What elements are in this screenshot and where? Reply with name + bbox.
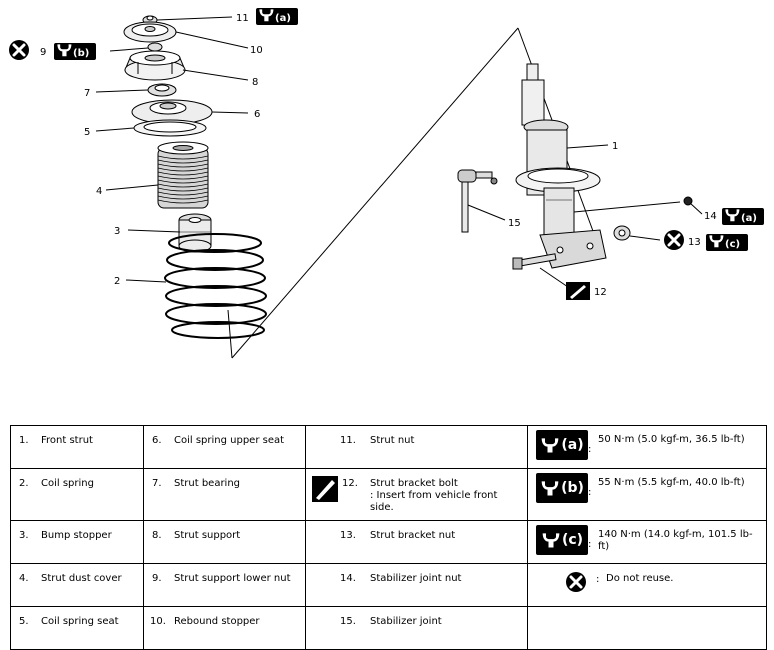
wrench-icon [542, 533, 560, 548]
part-label: Strut dust cover [41, 573, 122, 584]
no-reuse-text: Do not reuse. [606, 573, 674, 584]
part-label: Bump stopper [41, 530, 112, 541]
bolt-insert-direction-icon [312, 476, 338, 502]
part-label: Strut support lower nut [174, 573, 291, 584]
strut-bracket-bolt-part [512, 253, 557, 270]
colon: : [596, 574, 600, 585]
part-number: 7. [152, 478, 162, 489]
legend-row: 5. Coil spring seat 10. Rebound stopper 15… [10, 606, 767, 650]
part-label: Coil spring [41, 478, 94, 489]
front-suspension-exploded-diagram: 1 2 3 4 5 6 7 8 9 10 11 12 13 14 15 (a) … [7, 8, 764, 359]
part-label: Strut support [174, 530, 241, 541]
callout-11: 11 [236, 13, 249, 24]
callout-12: 12 [594, 287, 607, 298]
part-label: Stabilizer joint nut [370, 573, 462, 584]
torque-a-badge-11: (a) [256, 8, 298, 25]
stabilizer-joint-part [457, 169, 498, 233]
part-number: 12. [342, 478, 358, 489]
torque-c-badge-13: (c) [706, 234, 748, 251]
callout-7: 7 [84, 88, 90, 99]
legend-row: 2. Coil spring 7. Strut bearing 12. Strut … [10, 468, 767, 521]
part-label: Coil spring seat [41, 616, 119, 627]
callout-10: 10 [250, 45, 263, 56]
strut-support-part [124, 50, 186, 81]
strut-bearing-part [147, 83, 177, 97]
part-label: Strut nut [370, 435, 415, 446]
no-reuse-icon [564, 570, 588, 594]
rebound-stopper-part [123, 21, 177, 43]
colon: : [588, 539, 592, 550]
strut-dust-cover-part [157, 141, 209, 209]
callout-3: 3 [114, 226, 120, 237]
colon: : [588, 444, 592, 455]
part-label: Strut bearing [174, 478, 241, 489]
no-reuse-icon [662, 228, 686, 252]
strut-support-lower-nut-part [147, 42, 163, 52]
callout-2: 2 [114, 276, 120, 287]
svg-text:(a): (a) [275, 13, 291, 24]
coil-spring-part [164, 233, 267, 339]
part-number: 2. [19, 478, 29, 489]
torque-mark: (a) [561, 437, 584, 453]
part-number: 8. [152, 530, 162, 541]
callout-4: 4 [96, 186, 102, 197]
part-number: 4. [19, 573, 29, 584]
part-label: Stabilizer joint [370, 616, 442, 627]
part-label: Front strut [41, 435, 93, 446]
part-label: Strut bracket bolt : Insert from vehicle… [370, 478, 498, 513]
part-label: Rebound stopper [174, 616, 260, 627]
torque-mark: (b) [561, 480, 584, 496]
bolt-insert-direction-icon [566, 282, 590, 300]
torque-a-badge: (a) [536, 430, 588, 460]
front-strut-assembly [515, 63, 607, 269]
strut-bracket-nut-part [613, 225, 631, 241]
torque-a-badge-14: (a) [722, 208, 764, 225]
legend-row: 1. Front strut 6. Coil spring upper seat 1… [10, 425, 767, 469]
callout-1: 1 [612, 141, 618, 152]
svg-text:(c): (c) [725, 239, 740, 250]
part-number: 13. [340, 530, 356, 541]
wrench-icon [542, 438, 559, 453]
torque-b-badge: (b) [536, 473, 588, 503]
part-number: 6. [152, 435, 162, 446]
torque-b-badge-9: (b) [54, 43, 96, 60]
callout-8: 8 [252, 77, 258, 88]
callout-13: 13 [688, 237, 701, 248]
callout-14: 14 [704, 211, 717, 222]
torque-value: 140 N·m (14.0 kgf-m, 101.5 lb-ft) [598, 529, 753, 552]
part-number: 3. [19, 530, 29, 541]
colon: : [588, 487, 592, 498]
part-number: 5. [19, 616, 29, 627]
parts-legend-table: 1. Front strut 6. Coil spring upper seat 1… [10, 425, 767, 650]
no-reuse-icon [7, 38, 31, 62]
svg-text:(a): (a) [741, 213, 757, 224]
bump-stopper-part [178, 213, 212, 253]
part-number: 11. [340, 435, 356, 446]
torque-value: 55 N·m (5.5 kgf-m, 40.0 lb-ft) [598, 477, 745, 488]
torque-value: 50 N·m (5.0 kgf-m, 36.5 lb-ft) [598, 434, 745, 445]
callout-9: 9 [40, 47, 46, 58]
callout-5: 5 [84, 127, 90, 138]
leader-lines [95, 16, 703, 288]
coil-spring-seat-part [133, 119, 207, 137]
legend-row: 3. Bump stopper 8. Strut support 13. Strut … [10, 520, 767, 564]
part-number: 14. [340, 573, 356, 584]
part-label: Strut bracket nut [370, 530, 456, 541]
svg-text:(b): (b) [73, 48, 89, 59]
legend-row: 4. Strut dust cover 9. Strut support lower… [10, 563, 767, 607]
part-number: 1. [19, 435, 29, 446]
part-number: 9. [152, 573, 162, 584]
part-label: Coil spring upper seat [174, 435, 285, 446]
part-number: 10. [150, 616, 166, 627]
wrench-icon [541, 481, 559, 496]
part-number: 15. [340, 616, 356, 627]
callout-15: 15 [508, 218, 521, 229]
callout-6: 6 [254, 109, 260, 120]
torque-mark: (c) [561, 532, 584, 548]
torque-c-badge: (c) [536, 525, 588, 555]
